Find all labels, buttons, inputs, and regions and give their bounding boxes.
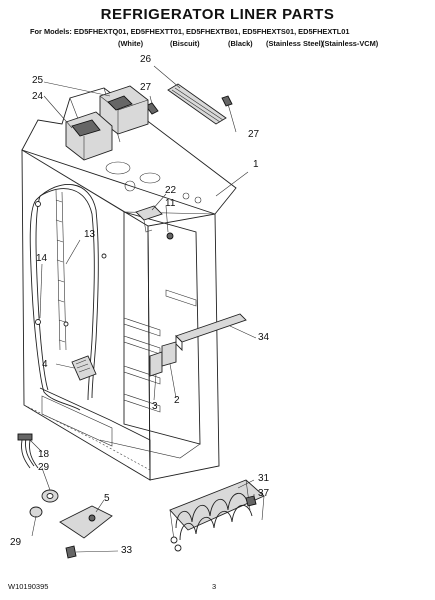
variant-white: (White) <box>118 39 144 48</box>
variant-biscuit: (Biscuit) <box>170 39 200 48</box>
part-31-evaporator <box>169 479 265 552</box>
callout-33: 33 <box>121 545 133 556</box>
callout-2: 2 <box>174 395 180 406</box>
callout-4: 4 <box>42 359 48 370</box>
callout-27-right: 27 <box>248 129 260 140</box>
part-24-housing <box>65 111 113 161</box>
part-3-bracket <box>149 351 163 377</box>
liner-body <box>21 87 237 481</box>
variant-stainless-steel: (Stainless Steel) <box>266 39 324 48</box>
callout-1: 1 <box>253 159 259 170</box>
part-2-bracket <box>161 341 177 367</box>
callout-22: 22 <box>165 185 177 196</box>
part-37-screw <box>245 495 257 507</box>
callout-18: 18 <box>38 449 50 460</box>
callout-29-upper: 29 <box>38 462 50 473</box>
part-29-cap-lower <box>29 506 43 518</box>
callout-27-upper: 27 <box>140 82 152 93</box>
document-code: W10190395 <box>8 582 49 591</box>
variant-black: (Black) <box>228 39 253 48</box>
variant-stainless-vcm: (Stainless-VCM) <box>322 39 379 48</box>
model-list: For Models: ED5FHEXTQ01, ED5FHEXTT01, ED… <box>30 27 350 36</box>
part-4-pad <box>71 355 97 381</box>
callout-11: 11 <box>165 198 176 209</box>
callout-34: 34 <box>258 332 270 343</box>
part-25-duct <box>99 85 149 135</box>
callout-26: 26 <box>140 54 152 65</box>
page-number: 3 <box>212 582 217 591</box>
part-29-cap-upper <box>41 489 59 503</box>
callout-31: 31 <box>258 473 270 484</box>
part-18-connector <box>17 433 39 469</box>
callout-3: 3 <box>152 401 158 412</box>
callout-29-lower: 29 <box>10 537 22 548</box>
callout-13: 13 <box>84 229 96 240</box>
callout-25: 25 <box>32 75 44 86</box>
callout-37: 37 <box>258 488 270 499</box>
callout-14: 14 <box>36 253 48 264</box>
callout-5: 5 <box>104 493 110 504</box>
leader-lines <box>29 65 257 553</box>
part-33-screw <box>65 545 77 559</box>
part-27-screws <box>145 95 233 115</box>
part-22-bracket <box>135 205 174 240</box>
page-title: REFRIGERATOR LINER PARTS <box>100 6 335 23</box>
part-26-lens <box>167 83 227 125</box>
part-34-strip <box>175 313 247 352</box>
callout-24: 24 <box>32 91 44 102</box>
part-5-hinge <box>59 505 113 539</box>
